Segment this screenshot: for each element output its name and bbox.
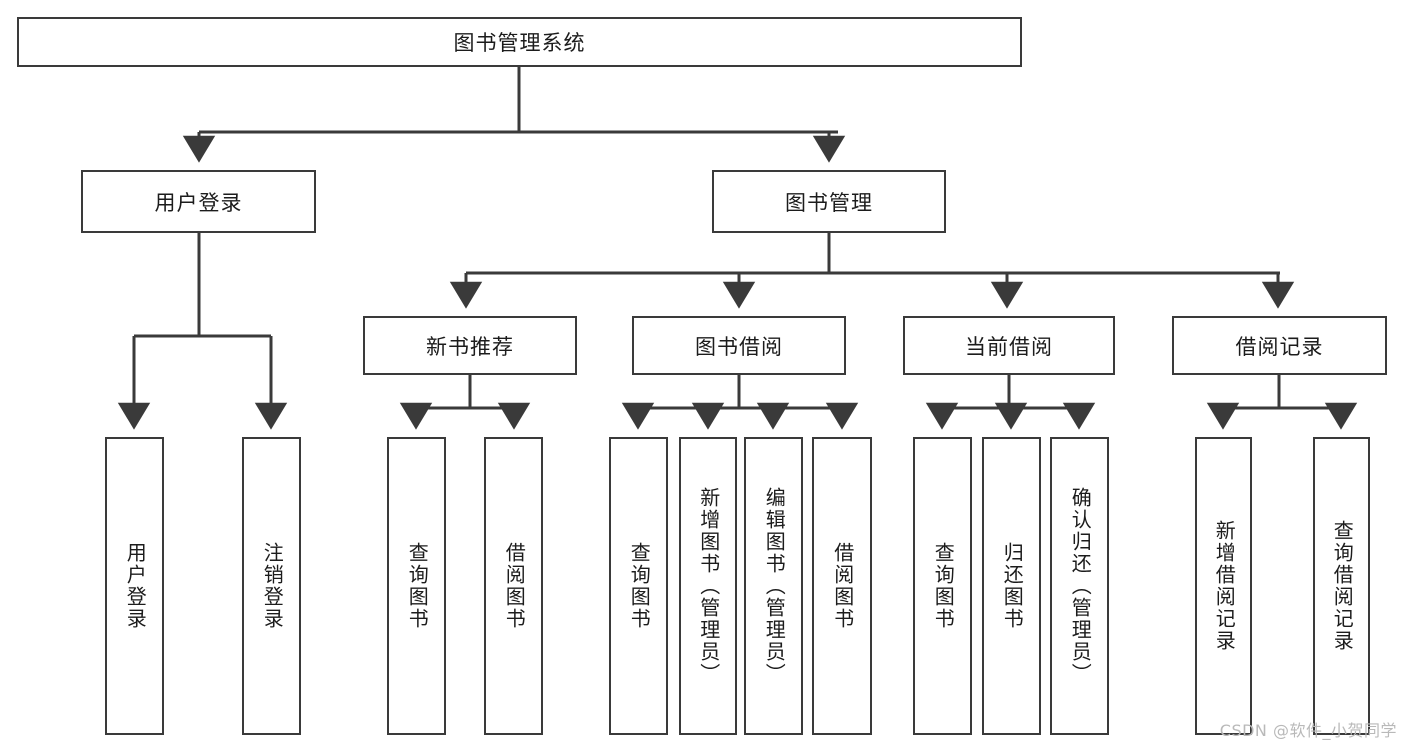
node-label: 查询借阅记录 [1330, 520, 1355, 652]
leaf-borrow-book[interactable]: 借阅图书 [812, 437, 872, 735]
leaf-edit-book-admin[interactable]: 编辑图书（管理员） [744, 437, 803, 735]
csdn-watermark: CSDN @软件_小贺同学 [1219, 721, 1397, 740]
node-label: 新书推荐 [426, 334, 514, 359]
node-new-book-recommend[interactable]: 新书推荐 [363, 316, 577, 375]
leaf-query-book-newbook[interactable]: 查询图书 [387, 437, 446, 735]
node-label: 图书借阅 [695, 334, 783, 359]
node-user-login[interactable]: 用户登录 [81, 170, 316, 233]
leaf-logout[interactable]: 注销登录 [242, 437, 301, 735]
leaf-borrow-book-newbook[interactable]: 借阅图书 [484, 437, 543, 735]
node-borrow-record[interactable]: 借阅记录 [1172, 316, 1387, 375]
leaf-confirm-return-admin[interactable]: 确认归还（管理员） [1050, 437, 1109, 735]
node-label: 新增借阅记录 [1212, 520, 1237, 652]
node-label: 图书管理 [785, 190, 873, 215]
leaf-user-login[interactable]: 用户登录 [105, 437, 164, 735]
node-label: 编辑图书（管理员） [762, 487, 787, 685]
leaf-query-borrow-record[interactable]: 查询借阅记录 [1313, 437, 1370, 735]
node-label: 用户登录 [154, 190, 243, 215]
node-label: 借阅图书 [830, 542, 855, 630]
node-root-system[interactable]: 图书管理系统 [17, 17, 1022, 67]
node-label: 借阅图书 [502, 542, 527, 630]
node-label: 归还图书 [1000, 542, 1025, 630]
node-label: 借阅记录 [1235, 334, 1324, 359]
leaf-add-book-admin[interactable]: 新增图书（管理员） [679, 437, 737, 735]
node-label: 确认归还（管理员） [1068, 487, 1093, 685]
leaf-add-borrow-record[interactable]: 新增借阅记录 [1195, 437, 1252, 735]
node-book-borrow[interactable]: 图书借阅 [632, 316, 846, 375]
node-label: 新增图书（管理员） [696, 487, 721, 685]
node-label: 查询图书 [931, 542, 956, 630]
node-label: 当前借阅 [965, 334, 1053, 359]
node-label: 查询图书 [627, 542, 652, 630]
node-label: 用户登录 [123, 542, 148, 630]
node-current-borrow[interactable]: 当前借阅 [903, 316, 1115, 375]
node-label: 查询图书 [405, 542, 430, 630]
leaf-query-book-borrow[interactable]: 查询图书 [609, 437, 668, 735]
leaf-query-book-current[interactable]: 查询图书 [913, 437, 972, 735]
leaf-return-book[interactable]: 归还图书 [982, 437, 1041, 735]
node-label: 注销登录 [260, 542, 285, 630]
node-label: 图书管理系统 [453, 31, 586, 55]
node-book-management[interactable]: 图书管理 [712, 170, 946, 233]
